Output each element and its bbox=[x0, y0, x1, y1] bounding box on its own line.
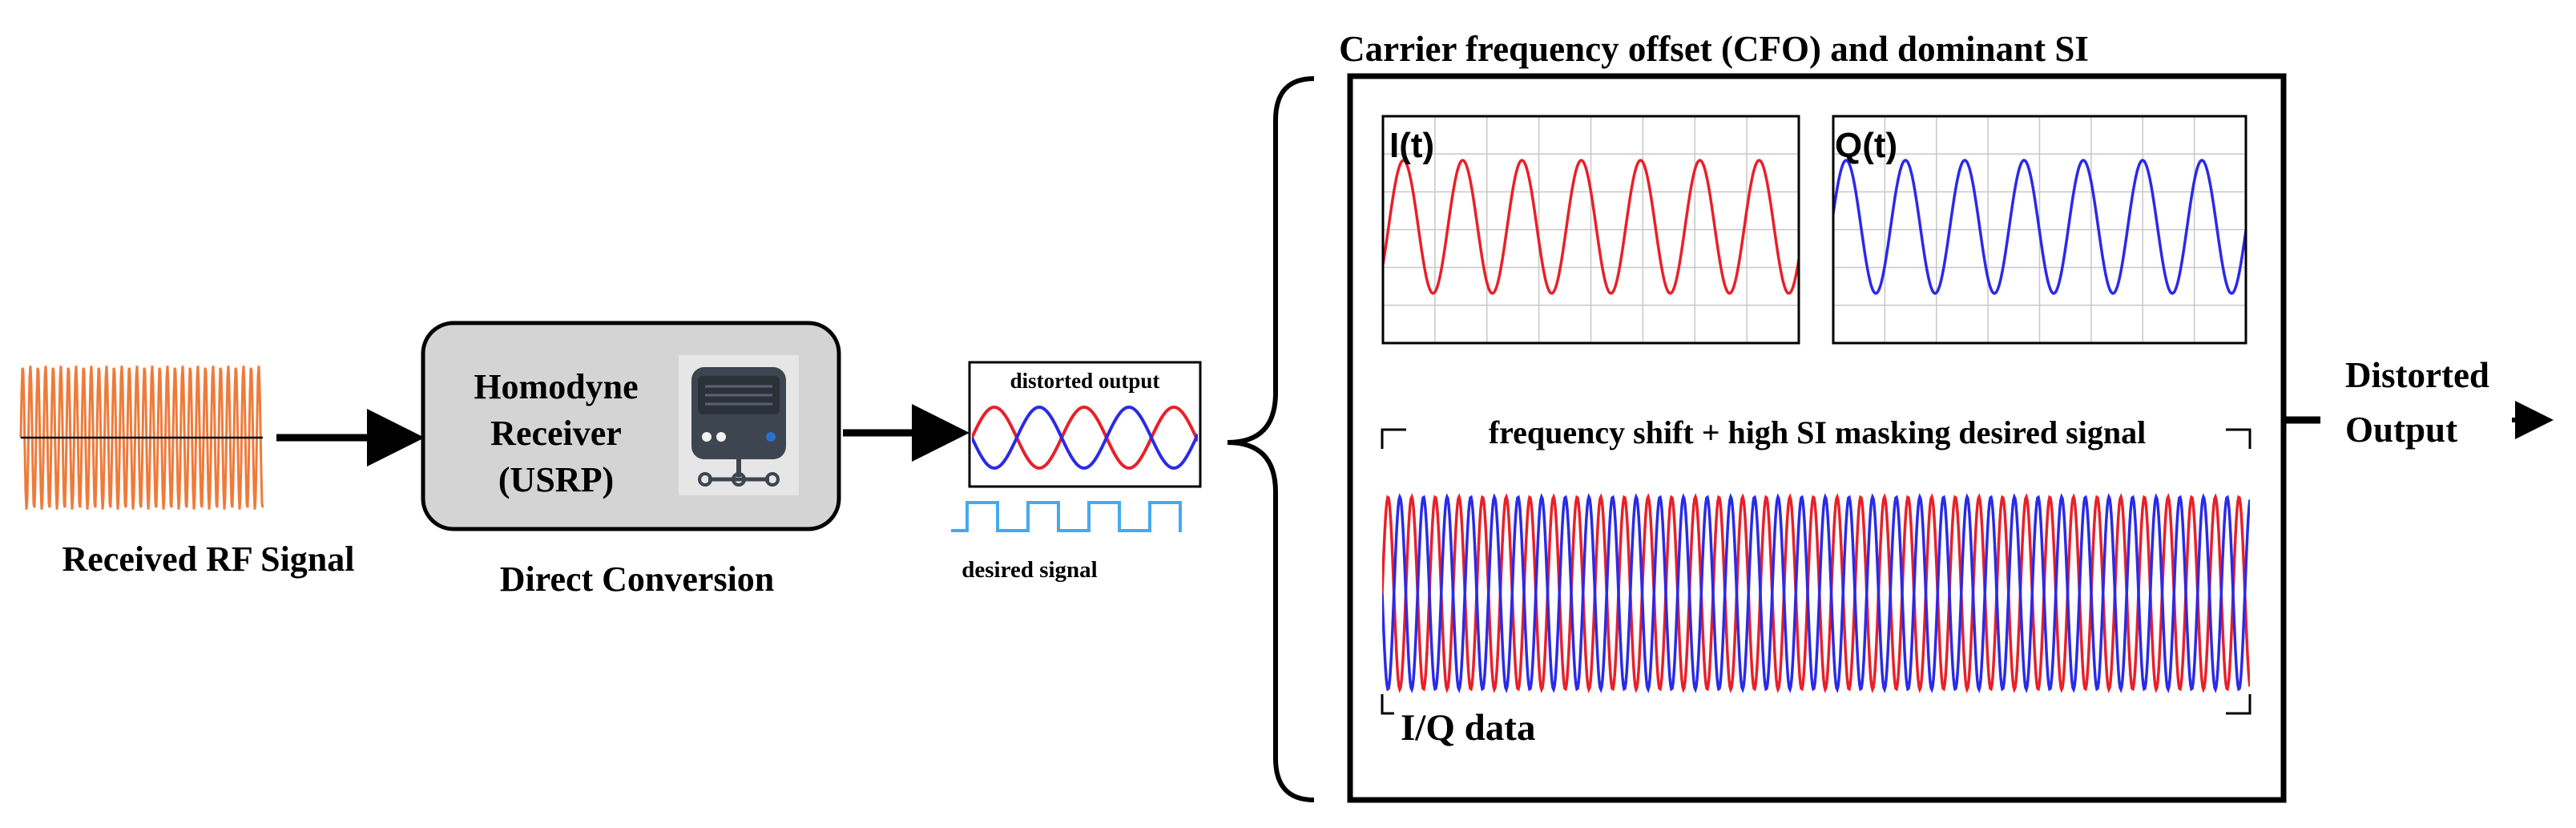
iq-data-plot: frequency shift + high SI masking desire… bbox=[1381, 411, 2251, 749]
iq-i-signal-line bbox=[1382, 493, 2250, 693]
iq-plot-corner-marks bbox=[1381, 428, 2251, 715]
i-signal-line bbox=[1383, 159, 1799, 295]
panel-title: Carrier frequency offset (CFO) and domin… bbox=[1339, 29, 2089, 69]
i-plot-label: I(t) bbox=[1389, 126, 1434, 165]
q-signal-plot: Q(t) bbox=[1832, 115, 2247, 345]
q-signal-line bbox=[1833, 159, 2246, 295]
desired-signal-square-wave bbox=[951, 501, 1182, 532]
mini-plot-i-signal bbox=[972, 405, 1198, 471]
rf-input-waveform bbox=[19, 366, 264, 510]
i-signal-plot: I(t) bbox=[1381, 115, 1800, 345]
mini-plot-q-signal bbox=[972, 405, 1198, 471]
receiver-title-line2: Receiver bbox=[490, 414, 622, 453]
q-plot-label: Q(t) bbox=[1835, 126, 1897, 165]
iq-plot-title: frequency shift + high SI masking desire… bbox=[1489, 414, 2146, 450]
receiver-title-line3: (USRP) bbox=[498, 460, 614, 499]
rf-input-label: Received RF Signal bbox=[62, 539, 355, 579]
output-label-line1: Distorted bbox=[2345, 355, 2489, 395]
usrp-device-icon bbox=[679, 355, 799, 495]
output-label-line2: Output bbox=[2345, 410, 2457, 450]
iq-q-signal-line bbox=[1382, 493, 2250, 693]
receiver-caption: Direct Conversion bbox=[500, 559, 775, 599]
grouping-brace bbox=[1227, 76, 1315, 802]
distorted-output-mini-plot bbox=[968, 361, 1202, 488]
iq-plot-label: I/Q data bbox=[1401, 707, 1535, 749]
mini-plot-title: distorted output bbox=[1010, 369, 1160, 393]
desired-signal-label: desired signal bbox=[961, 557, 1097, 583]
receiver-title-line1: Homodyne bbox=[474, 367, 638, 406]
